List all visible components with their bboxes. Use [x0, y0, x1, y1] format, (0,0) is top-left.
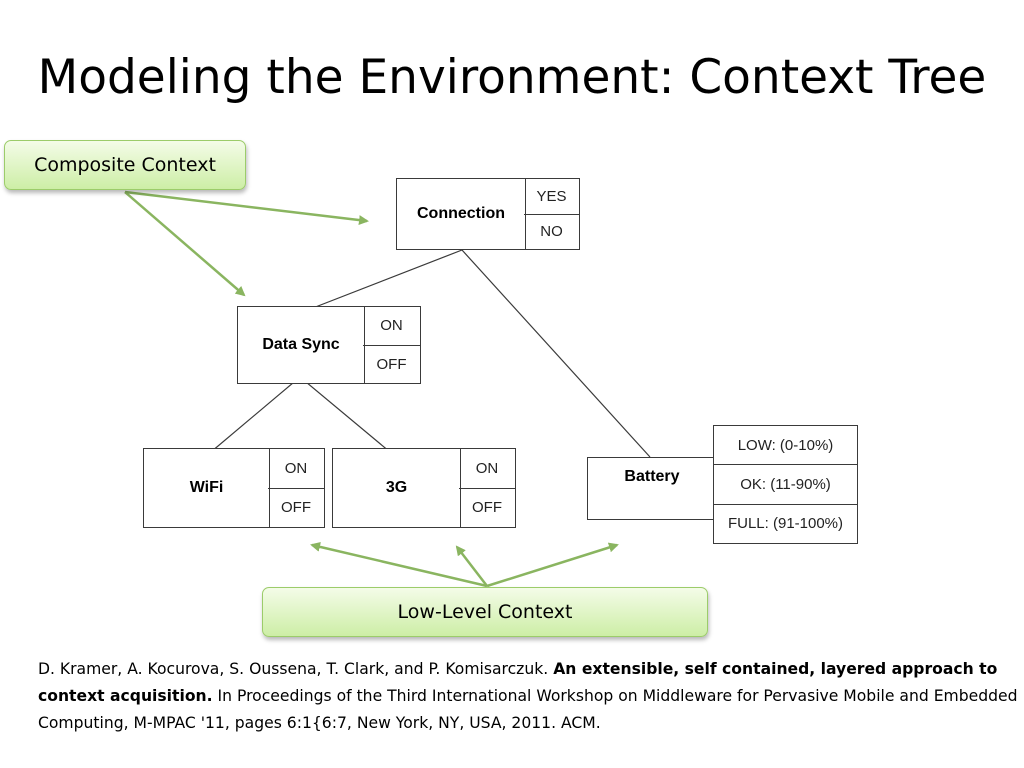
battery-node: Battery: [587, 457, 715, 520]
wifi-value-on: ON: [284, 459, 308, 477]
wifi-node: WiFi ON OFF: [143, 448, 325, 528]
battery-value-full: FULL: (91-100%): [714, 503, 857, 543]
3g-values: ON OFF: [459, 449, 515, 527]
wifi-values: ON OFF: [268, 449, 324, 527]
wifi-label: WiFi: [144, 449, 270, 527]
3g-node: 3G ON OFF: [332, 448, 516, 528]
3g-value-on: ON: [475, 459, 499, 477]
battery-values: LOW: (0-10%) OK: (11-90%) FULL: (91-100%…: [714, 426, 857, 543]
arrow-lowlevel-battery: [486, 542, 619, 588]
battery-value-ok: OK: (11-90%): [714, 464, 857, 503]
connection-value-yes: YES: [536, 187, 567, 205]
3g-value-off: OFF: [459, 487, 515, 528]
connection-values: YES NO: [524, 179, 579, 249]
data-sync-node: Data Sync ON OFF: [237, 306, 421, 384]
citation-venue: In Proceedings of the Third Internationa…: [38, 687, 1018, 732]
data-sync-label: Data Sync: [238, 307, 365, 383]
slide-title: Modeling the Environment: Context Tree: [37, 50, 987, 105]
wifi-value-off: OFF: [268, 487, 324, 528]
arrow-composite-connection: [124, 190, 369, 226]
data-sync-values: ON OFF: [363, 307, 420, 383]
low-level-context-label: Low-Level Context: [397, 601, 573, 623]
connection-label: Connection: [397, 179, 526, 249]
low-level-context-callout: Low-Level Context: [262, 587, 708, 637]
edge-connection-battery: [461, 249, 651, 458]
battery-value-low: LOW: (0-10%): [737, 436, 834, 454]
edge-datasync-wifi: [204, 376, 301, 458]
arrow-lowlevel-3g: [455, 545, 488, 587]
edge-connection-datasync: [299, 249, 463, 314]
composite-context-callout: Composite Context: [4, 140, 246, 190]
arrow-lowlevel-wifi: [310, 541, 488, 588]
connection-node: Connection YES NO: [396, 178, 580, 250]
arrow-composite-datasync: [124, 191, 246, 297]
citation-authors: D. Kramer, A. Kocurova, S. Oussena, T. C…: [38, 660, 549, 678]
connection-value-no: NO: [524, 213, 579, 250]
battery-values-box: LOW: (0-10%) OK: (11-90%) FULL: (91-100%…: [713, 425, 858, 544]
3g-label: 3G: [333, 449, 461, 527]
citation: D. Kramer, A. Kocurova, S. Oussena, T. C…: [38, 656, 1018, 737]
data-sync-value-off: OFF: [363, 344, 420, 384]
edge-datasync-3g: [299, 376, 397, 458]
citation-title: An extensible, self contained, layered a…: [38, 660, 998, 705]
composite-context-label: Composite Context: [34, 154, 216, 176]
data-sync-value-on: ON: [380, 317, 403, 335]
battery-label: Battery: [624, 468, 680, 485]
